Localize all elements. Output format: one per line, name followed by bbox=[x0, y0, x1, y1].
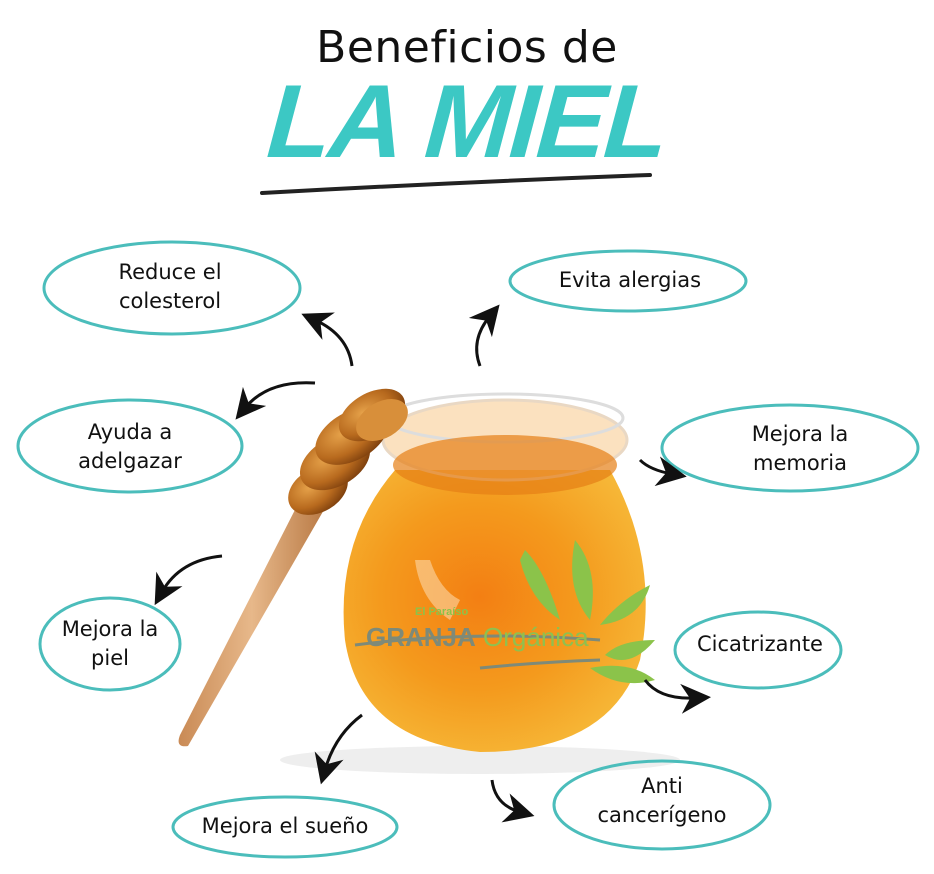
honey-jar bbox=[343, 392, 646, 752]
bubble-evita-alergias bbox=[508, 249, 748, 313]
arrow-icon bbox=[235, 381, 316, 420]
benefit-mejora-sueno: Mejora el sueño bbox=[201, 814, 369, 838]
bubble-mejora-memoria bbox=[660, 403, 920, 493]
bubble-reduce-colesterol bbox=[42, 240, 302, 336]
benefit-reduce-colesterol: Reduce el colesterol bbox=[118, 260, 222, 313]
watermark-brand: GRANJA Orgánica bbox=[366, 622, 589, 652]
arrow-icon bbox=[301, 312, 354, 367]
bubble-mejora-piel bbox=[38, 596, 182, 692]
honey-dipper bbox=[178, 388, 408, 747]
arrow-icon bbox=[643, 679, 711, 714]
bubble-cicatrizante bbox=[673, 610, 843, 690]
bubble-mejora-sueno bbox=[171, 795, 399, 859]
benefit-mejora-memoria: Mejora la memoria bbox=[751, 422, 849, 475]
title-top: Beneficios de bbox=[316, 22, 618, 73]
watermark-brand-light: Orgánica bbox=[483, 622, 589, 652]
arrow-icon bbox=[638, 456, 687, 487]
benefit-cicatrizante: Cicatrizante bbox=[697, 632, 823, 656]
watermark-brand-bold: GRANJA bbox=[366, 622, 476, 652]
benefit-mejora-piel: Mejora la piel bbox=[61, 617, 159, 670]
benefit-anti-cancerigeno: Anti cancerígeno bbox=[597, 774, 727, 827]
leaf-logo bbox=[354, 540, 655, 684]
arrow-icon bbox=[314, 713, 363, 785]
arrow-icon bbox=[468, 304, 500, 367]
bubble-ayuda-adelgazar bbox=[16, 398, 244, 494]
benefit-evita-alergias: Evita alergias bbox=[558, 268, 702, 292]
arrow-icon bbox=[154, 554, 223, 606]
title-underline bbox=[260, 173, 652, 195]
bubble-anti-cancerigeno bbox=[552, 759, 772, 851]
benefit-ayuda-adelgazar: Ayuda a adelgazar bbox=[78, 420, 182, 473]
watermark-small: El Paraíso bbox=[415, 606, 469, 618]
arrow-icon bbox=[490, 779, 535, 823]
